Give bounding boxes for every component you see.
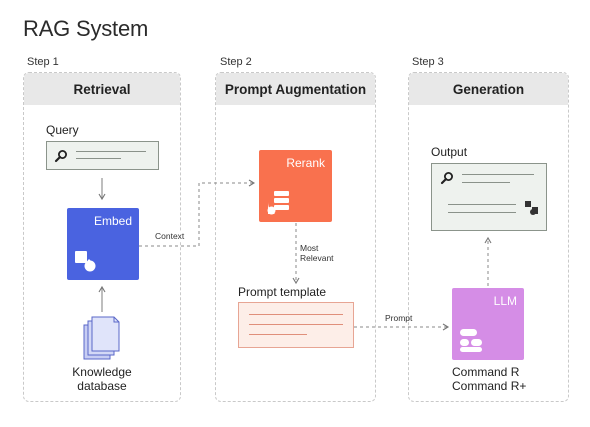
- output-line: [448, 212, 516, 213]
- prompt-template-label: Prompt template: [238, 285, 327, 299]
- rerank-icon: [267, 191, 289, 215]
- output-box: [431, 163, 547, 231]
- query-label: Query: [46, 123, 79, 137]
- query-box: [46, 141, 159, 170]
- output-line: [462, 174, 534, 175]
- rerank-node: Rerank: [259, 150, 332, 222]
- generation-panel: Generation: [408, 72, 569, 402]
- knowledge-label-2: database: [77, 379, 127, 393]
- embed-node: Embed: [67, 208, 139, 280]
- prompt-augmentation-panel: Prompt Augmentation: [215, 72, 376, 402]
- model-label-2: Command R+: [452, 379, 527, 393]
- arrow-embed-to-rerank: [139, 179, 256, 247]
- llm-label: LLM: [493, 294, 517, 308]
- template-line: [249, 334, 307, 335]
- retrieval-header: Retrieval: [24, 73, 180, 105]
- output-line: [462, 182, 510, 183]
- output-line: [448, 204, 516, 205]
- cohere-icon: [525, 201, 538, 215]
- knowledge-label-1: Knowledge: [72, 365, 132, 379]
- query-line: [76, 158, 121, 159]
- prompt-template-box: [238, 302, 354, 348]
- template-line: [249, 314, 343, 315]
- most-relevant-label-1: Most: [300, 243, 319, 253]
- search-icon: [440, 172, 453, 185]
- generation-header: Generation: [409, 73, 568, 105]
- step-1-label: Step 1: [27, 56, 59, 68]
- template-line: [249, 324, 343, 325]
- diagram-title: RAG System: [23, 16, 149, 41]
- context-label: Context: [154, 231, 186, 241]
- model-label-1: Command R: [452, 365, 520, 379]
- documents-icon: [83, 316, 120, 360]
- output-label: Output: [431, 145, 468, 159]
- search-icon: [54, 150, 67, 163]
- rerank-label: Rerank: [286, 156, 325, 170]
- llm-node: LLM: [452, 288, 524, 360]
- step-3-label: Step 3: [412, 56, 444, 68]
- query-line: [76, 151, 146, 152]
- prompt-augmentation-header: Prompt Augmentation: [216, 73, 375, 105]
- embed-icon: [75, 251, 96, 272]
- step-2-label: Step 2: [220, 56, 252, 68]
- most-relevant-label-2: Relevant: [300, 253, 334, 263]
- llm-icon: [460, 329, 482, 352]
- embed-label: Embed: [93, 214, 132, 228]
- prompt-label: Prompt: [385, 313, 413, 323]
